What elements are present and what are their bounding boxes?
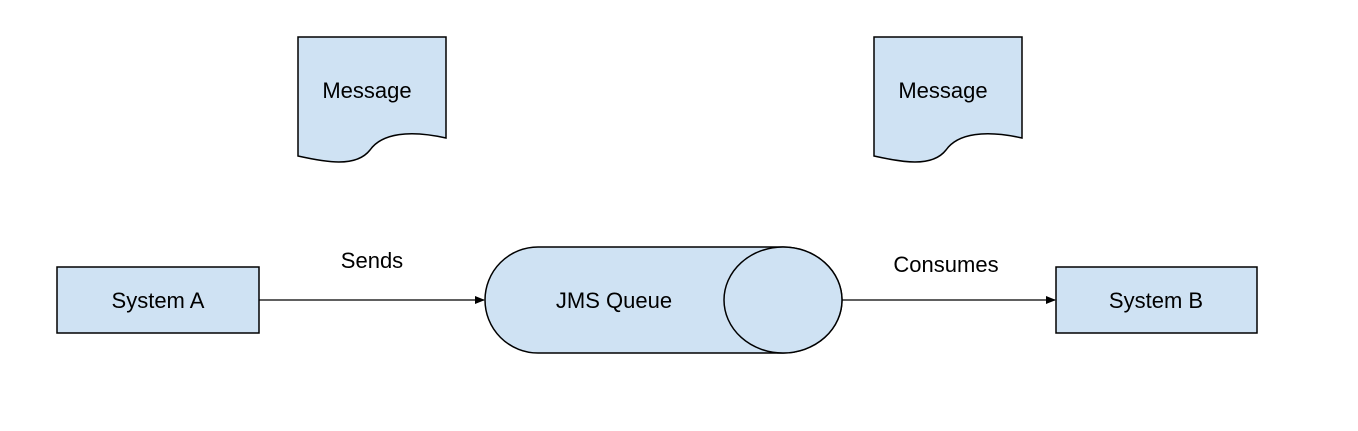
message-document-left: Message — [297, 36, 447, 163]
sends-edge: Sends — [259, 248, 485, 304]
system-b-box — [1055, 266, 1258, 334]
consumes-label: Consumes — [893, 252, 998, 277]
system-a-node: System A — [56, 266, 260, 334]
jms-queue-end-cap — [723, 246, 843, 354]
sends-label: Sends — [341, 248, 403, 273]
jms-queue-node: JMS Queue — [484, 246, 843, 354]
system-a-box — [56, 266, 260, 334]
message-right-label: Message — [898, 78, 987, 103]
jms-queue-label: JMS Queue — [556, 288, 672, 313]
consumes-edge: Consumes — [842, 252, 1056, 304]
system-a-label: System A — [112, 288, 205, 313]
message-document-left-shape — [297, 36, 447, 163]
message-document-right: Message — [873, 36, 1023, 163]
system-b-label: System B — [1109, 288, 1203, 313]
message-document-right-shape — [873, 36, 1023, 163]
system-b-node: System B — [1055, 266, 1258, 334]
message-left-label: Message — [322, 78, 411, 103]
